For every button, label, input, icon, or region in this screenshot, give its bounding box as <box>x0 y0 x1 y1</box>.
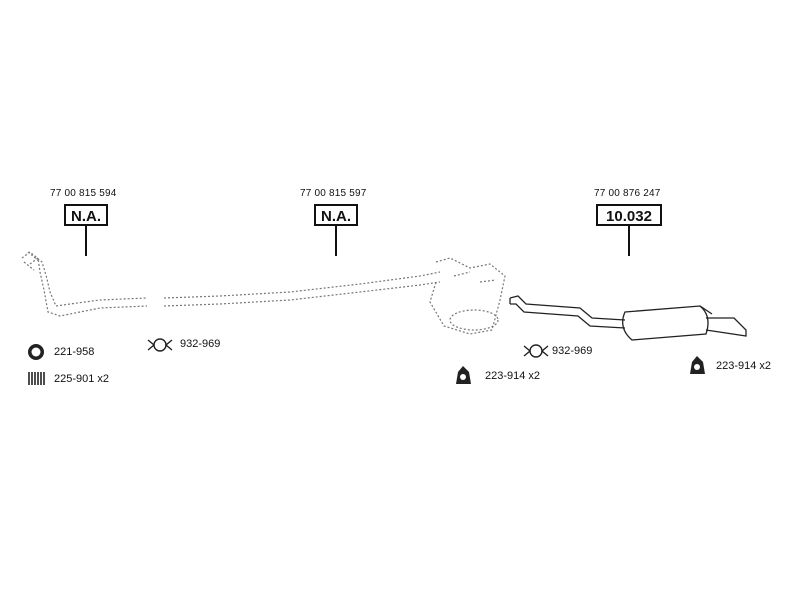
rubber-mount-icon[interactable] <box>456 366 471 384</box>
oem-number: 77 00 876 247 <box>594 188 661 199</box>
ring-gasket-icon[interactable] <box>28 344 44 360</box>
accessory-label: 223-914 x2 <box>485 370 541 382</box>
rubber-mount-icon[interactable] <box>690 356 705 374</box>
clamp-icon[interactable] <box>523 344 549 358</box>
part-number-box[interactable]: 10.032 <box>596 204 662 226</box>
accessory-label: 932-969 <box>552 345 593 357</box>
accessory-label: 221-958 <box>54 346 95 358</box>
accessory-label: 225-901 x2 <box>54 373 110 385</box>
spring-icon[interactable] <box>28 372 45 385</box>
oem-number: 77 00 815 597 <box>300 188 367 199</box>
accessory-label: 223-914 x2 <box>716 360 772 372</box>
accessory-label: 932-969 <box>180 338 221 350</box>
middle-pipe-outline <box>163 257 506 335</box>
oem-number: 77 00 815 594 <box>50 188 117 199</box>
clamp-icon[interactable] <box>147 338 173 352</box>
leader-line <box>85 226 87 256</box>
leader-line <box>335 226 337 256</box>
rear-silencer-outline <box>509 295 747 341</box>
part-number-box[interactable]: N.A. <box>314 204 358 226</box>
front-pipe-outline <box>21 251 148 317</box>
leader-line <box>628 226 630 256</box>
part-number-box[interactable]: N.A. <box>64 204 108 226</box>
